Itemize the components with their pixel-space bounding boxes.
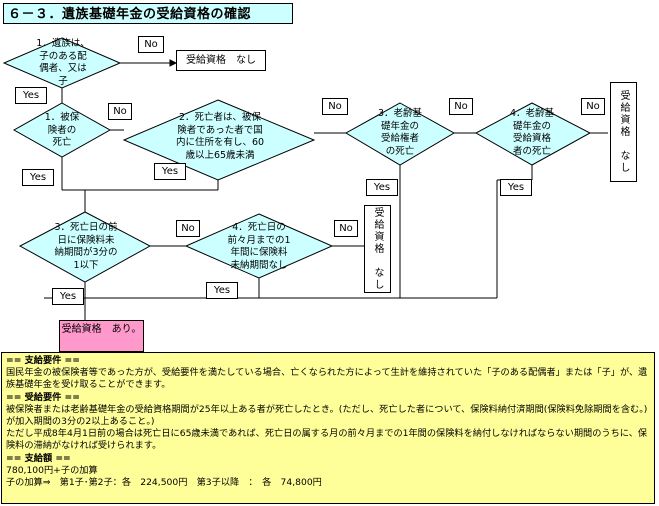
- result-none-mid: 受給資格 なし: [364, 205, 391, 293]
- yes-label-2: Yes: [22, 169, 54, 186]
- no-label-3: No: [322, 98, 348, 115]
- yes-label-5: Yes: [500, 179, 532, 196]
- no-label-6: No: [176, 220, 200, 237]
- info-heading-amount: == 支給額 ==: [6, 452, 71, 464]
- info-text-5: 子の加算⇒ 第1子･第2子：各 224,500円 第3子以降 ： 各 74,80…: [6, 477, 322, 489]
- flowchart-lines: [2, 37, 608, 320]
- yes-label-4: Yes: [366, 179, 398, 196]
- info-text-3: ただし平成8年4月1日前の場合は死亡日に65歳未満であれば、死亡日の属する月の前…: [6, 428, 648, 452]
- info-heading-eligibility: == 受給要件 ==: [6, 391, 80, 403]
- decision-2-text: 1．被保険者の死亡: [44, 112, 80, 148]
- decision-5-text: 4．老齢基礎年金の受給資格者の死亡: [509, 108, 555, 157]
- yes-label-1: Yes: [15, 87, 47, 104]
- info-text-1: 国民年金の被保険者等であった方が、受給要件を満たしている場合、亡くなられた方によ…: [6, 367, 648, 391]
- no-label-2: No: [108, 103, 132, 120]
- yes-label-7: Yes: [206, 282, 238, 299]
- decision-4-text: 3．老齢基礎年金の受給権者の死亡: [377, 108, 423, 157]
- info-panel: == 支給要件 == 国民年金の被保険者等であった方が、受給要件を満たしている場…: [1, 352, 655, 504]
- yes-label-3: Yes: [154, 163, 186, 180]
- info-text-2: 被保険者または老齢基礎年金の受給資格期間が25年以上ある者が死亡したとき。(ただ…: [6, 403, 648, 428]
- no-label-5: No: [581, 98, 605, 115]
- yes-label-6: Yes: [52, 288, 84, 305]
- page-title: ６－３．遺族基礎年金の受給資格の確認: [3, 3, 293, 24]
- no-label-4: No: [449, 98, 473, 115]
- result-none-top: 受給資格 なし: [176, 50, 266, 71]
- info-heading-requirements: == 支給要件 ==: [6, 355, 80, 366]
- no-label-7: No: [334, 220, 358, 237]
- result-eligible: 受給資格 あり。: [59, 320, 144, 352]
- info-text-4: 780,100円+子の加算: [6, 464, 98, 476]
- decision-1-text: 1．遺族は、子のある配偶者、又は子: [36, 38, 90, 87]
- result-none-right: 受給資格 なし: [610, 82, 637, 182]
- no-label-1: No: [138, 36, 164, 53]
